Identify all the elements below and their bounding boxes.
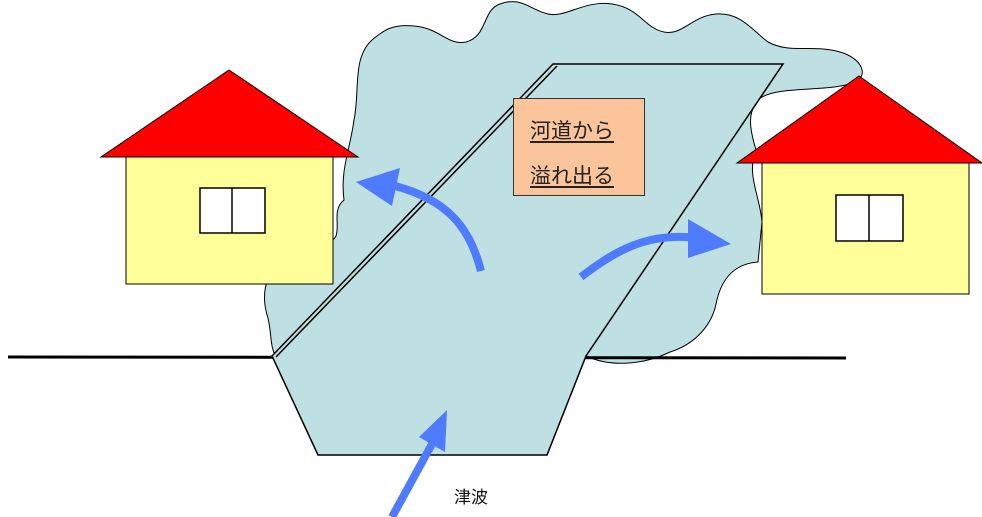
tsunami-arrow-shaft [388, 442, 436, 517]
river-channel [271, 63, 785, 456]
right-house-window [835, 194, 904, 242]
left-house-roof [99, 69, 360, 158]
tsunami-arrow-head-icon [419, 410, 447, 452]
left-house [99, 69, 360, 285]
river-bank-line [275, 65, 558, 358]
tsunami-label: 津波 [454, 488, 488, 508]
left-overflow-arrow-shaft [393, 182, 485, 272]
right-overflow-arrow-shaft [578, 232, 699, 281]
overflow-label-line2: 溢れ出る [530, 164, 614, 188]
left-house-window [199, 187, 266, 234]
right-house [735, 75, 982, 295]
overflow-label-box: 河道から 溢れ出る [513, 98, 645, 196]
overflow-label-line1: 河道から [530, 119, 614, 143]
right-overflow-arrow-head-icon [688, 219, 731, 258]
left-overflow-arrow-head-icon [356, 168, 400, 206]
right-house-roof [735, 75, 982, 164]
